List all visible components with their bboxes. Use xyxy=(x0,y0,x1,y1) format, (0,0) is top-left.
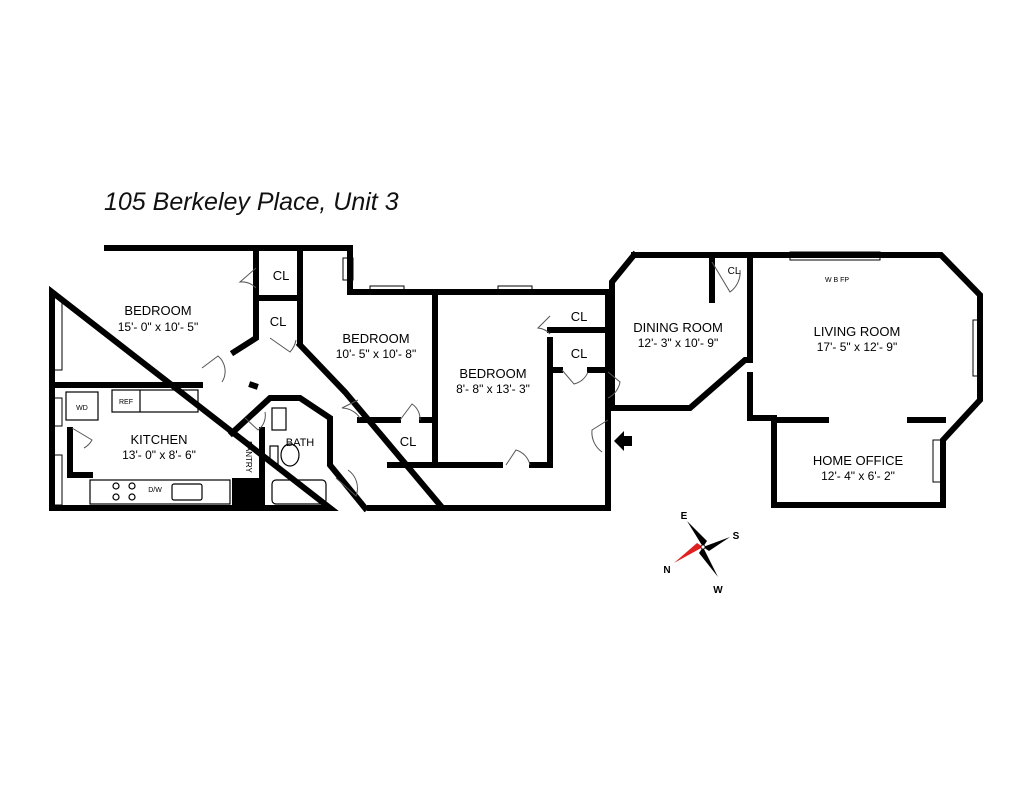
bath-sink xyxy=(271,407,287,431)
closet-label-1: CL xyxy=(273,268,290,283)
compass-west-label: W xyxy=(713,585,723,596)
compass-arm-west xyxy=(699,547,718,577)
bedroom3-name: BEDROOM xyxy=(459,366,526,381)
toilet xyxy=(280,443,300,467)
entry-arrow-icon xyxy=(614,431,632,451)
wall-diagonal-hall xyxy=(295,340,445,510)
bedroom2-name: BEDROOM xyxy=(342,331,409,346)
outer-wall-east-wing xyxy=(631,252,983,508)
outer-wall-west-wing xyxy=(49,245,611,511)
compass: E S N W xyxy=(663,511,739,596)
living-name: LIVING ROOM xyxy=(814,324,901,339)
fireplace-label: W B FP xyxy=(825,277,849,284)
wall-office-corner xyxy=(747,372,777,421)
wall-bedroom1-south xyxy=(49,381,259,390)
kitchen-dims: 13'- 0" x 8'- 6" xyxy=(122,448,196,462)
pantry-name: PANTRY xyxy=(244,441,253,473)
closet-label-5: CL xyxy=(571,346,588,361)
compass-south-label: S xyxy=(733,531,740,542)
bathtub xyxy=(271,479,327,505)
kitchen-sink xyxy=(171,483,203,501)
dining-dims: 12'- 3" x 10'- 9" xyxy=(638,336,718,350)
wall-bedroom2-closet xyxy=(357,417,438,468)
office-name: HOME OFFICE xyxy=(813,453,904,468)
wall-closets-cl-east xyxy=(547,327,611,373)
washer-dryer-label: WD xyxy=(76,405,88,412)
fixtures: WD REF D/W W B FP xyxy=(65,277,849,505)
office-dims: 12'- 4" x 6'- 2" xyxy=(821,469,895,483)
closet-label-2: CL xyxy=(270,314,287,329)
chimney-block xyxy=(232,478,262,508)
living-dims: 17'- 5" x 12'- 9" xyxy=(817,340,897,354)
toilet-tank xyxy=(269,445,279,465)
closet-label-6: CL xyxy=(728,266,741,277)
closet-label-4: CL xyxy=(571,309,588,324)
room-labels: BEDROOM 15'- 0" x 10'- 5" BEDROOM 10'- 5… xyxy=(118,266,904,483)
bedroom3-dims: 8'- 8" x 13'- 3" xyxy=(456,382,530,396)
bedroom2-dims: 10'- 5" x 10'- 8" xyxy=(336,347,416,361)
wall-bath xyxy=(227,395,370,513)
closet-label-3: CL xyxy=(400,434,417,449)
door-swings xyxy=(71,261,741,497)
bedroom1-name: BEDROOM xyxy=(124,303,191,318)
compass-east-label: E xyxy=(681,511,688,522)
dining-name: DINING ROOM xyxy=(633,320,723,335)
wall-dining-living xyxy=(609,250,753,411)
kitchen-counter xyxy=(89,479,231,505)
compass-north-label: N xyxy=(663,565,670,576)
compass-arm-south xyxy=(703,537,730,551)
wall-wd xyxy=(67,427,93,478)
compass-needle-north xyxy=(674,543,703,563)
refrigerator xyxy=(111,389,199,413)
kitchen-name: KITCHEN xyxy=(130,432,187,447)
compass-arm-east xyxy=(687,521,707,547)
plan-title: 105 Berkeley Place, Unit 3 xyxy=(104,188,399,216)
dishwasher-label: D/W xyxy=(148,487,162,494)
wall-bedroom1-east xyxy=(229,245,259,357)
bath-name: BATH xyxy=(286,437,315,449)
walls xyxy=(49,245,983,513)
refrigerator-label: REF xyxy=(119,399,133,406)
washer-dryer xyxy=(65,391,99,421)
bedroom1-dims: 15'- 0" x 10'- 5" xyxy=(118,320,198,334)
